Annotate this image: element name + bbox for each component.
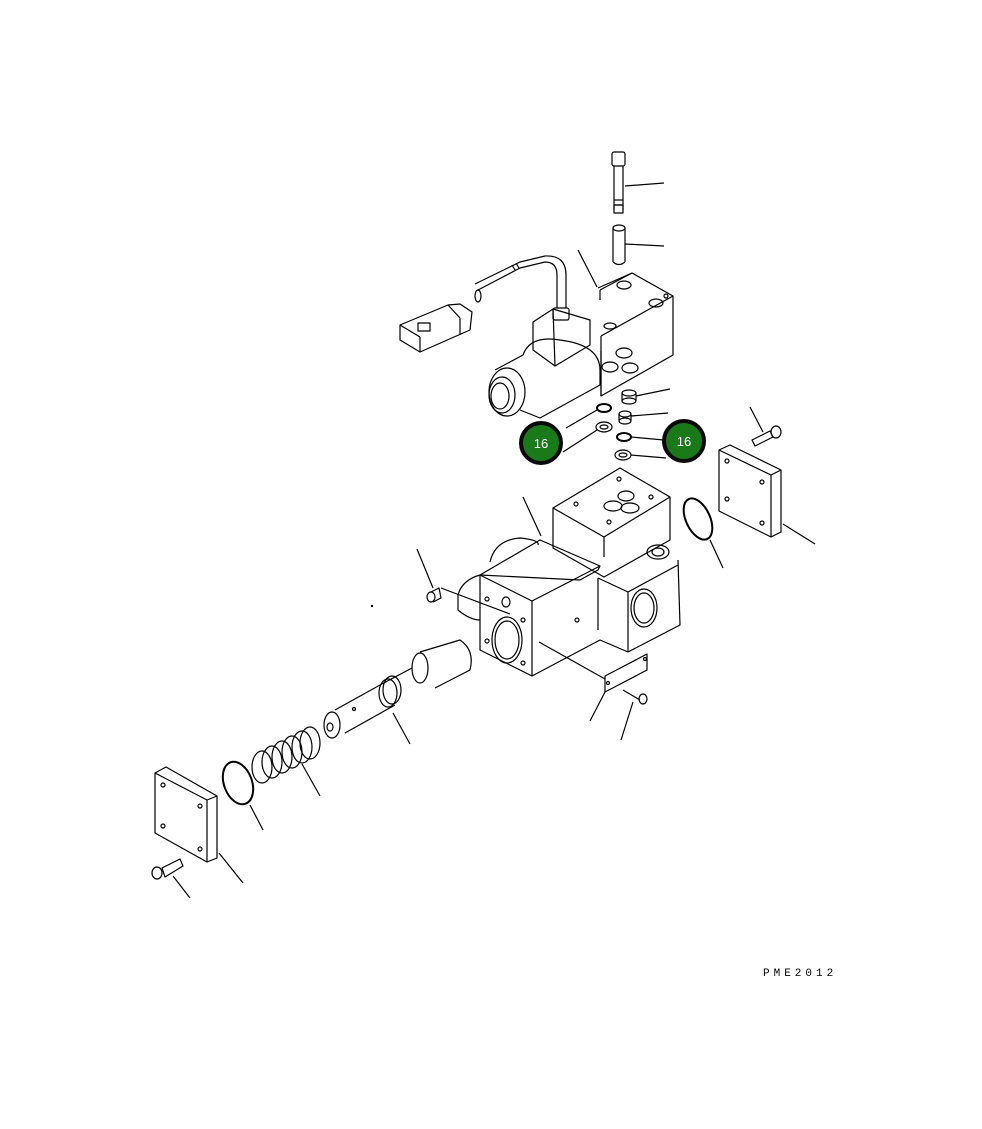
bolt-lower-left: [151, 858, 191, 899]
callout-badge-right[interactable]: 16: [662, 419, 706, 463]
plug: [621, 388, 671, 405]
sleeve: [612, 224, 665, 266]
socket-head-bolt: [611, 151, 665, 214]
plug-small: [618, 410, 669, 425]
o-ring-small: [562, 403, 613, 453]
callout-badge-left[interactable]: 16: [519, 421, 563, 465]
orifice-plug: [416, 548, 511, 615]
figure-code: PME2012: [763, 968, 838, 980]
solenoid-valve: [488, 249, 674, 419]
cover-plate-left: [154, 766, 244, 884]
rivet-screw: [620, 689, 648, 741]
spring: [251, 726, 321, 797]
cover-plate-right: [718, 444, 816, 545]
bolt-upper-right: [749, 406, 782, 447]
o-ring-large-left: [221, 760, 264, 831]
connector-harness: [399, 255, 567, 353]
spool: [323, 639, 472, 745]
callout-number: 16: [533, 435, 549, 451]
callout-number: 16: [676, 433, 692, 449]
name-plate: [538, 641, 648, 722]
o-ring-small-lower: [614, 432, 667, 461]
o-ring-large-right: [682, 497, 724, 569]
valve-body: [457, 467, 681, 677]
